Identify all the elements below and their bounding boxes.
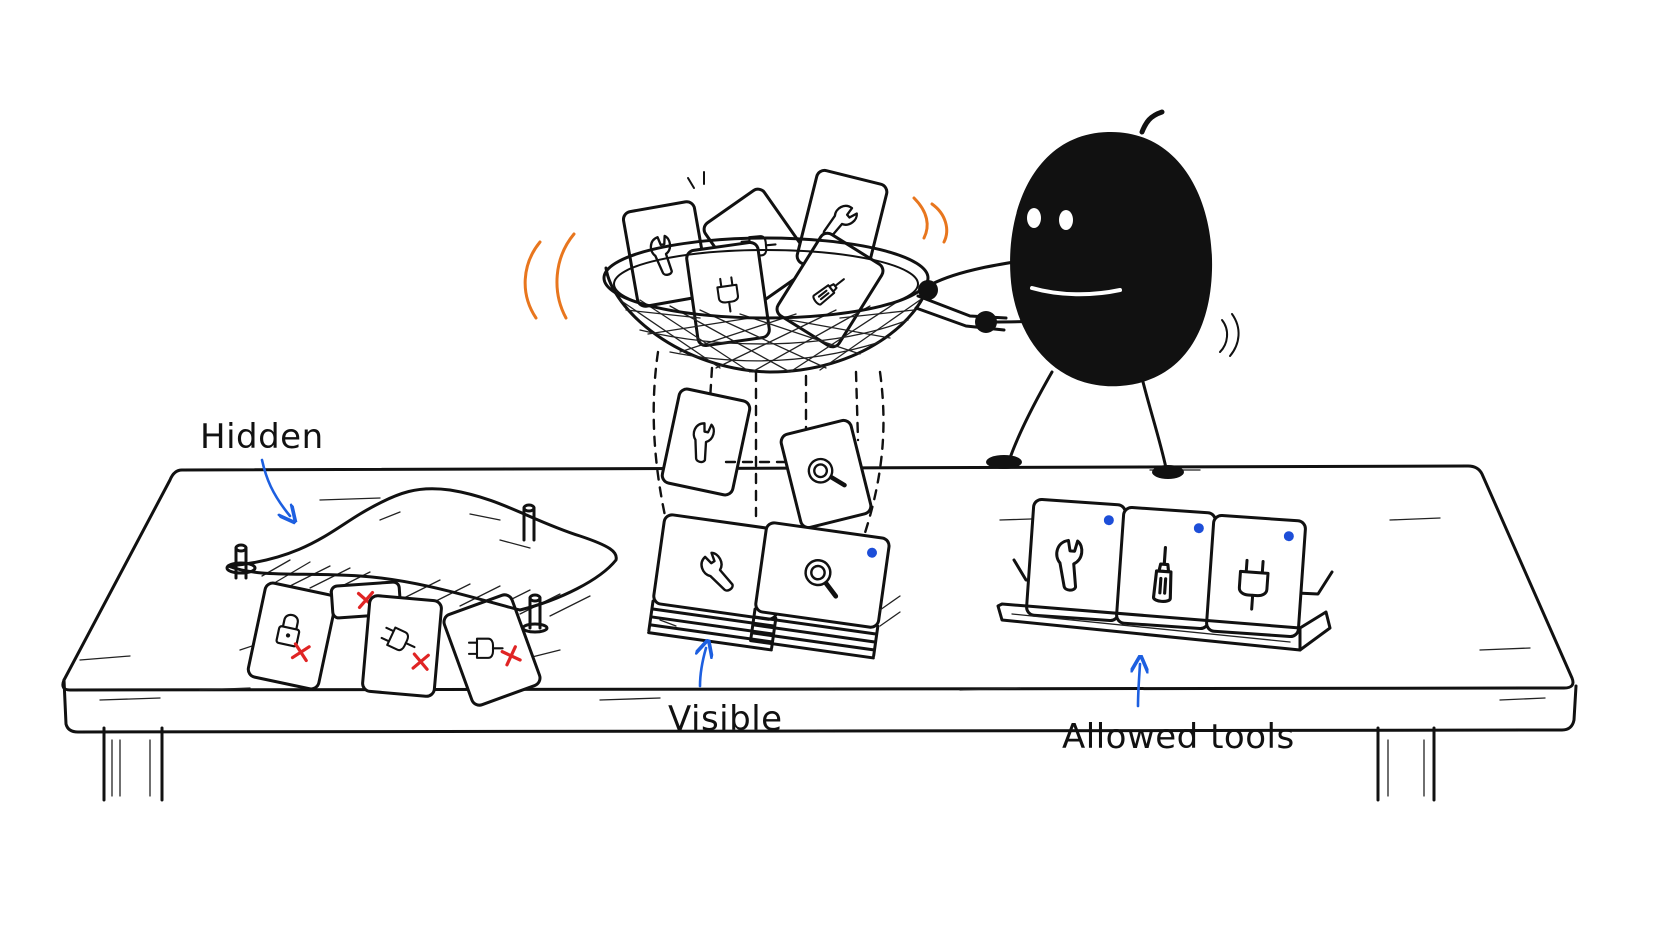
hidden-label: Hidden	[200, 417, 324, 457]
visible-shadow	[659, 595, 901, 627]
table	[61, 464, 1578, 802]
visible-label: Visible	[668, 699, 783, 739]
hidden-arrow	[260, 458, 290, 516]
shake-marks	[687, 171, 705, 189]
allowed-card-screwdriver	[1115, 505, 1217, 631]
character-foot-right	[1152, 465, 1184, 479]
hidden-card-lock	[245, 580, 339, 692]
allowed-zone: Allowed tools	[996, 497, 1334, 757]
allowed-rack	[996, 602, 1332, 652]
hidden-zone: Hidden	[200, 417, 618, 709]
character-mouth	[1030, 286, 1122, 297]
sieve-mesh	[619, 299, 921, 373]
allowed-badge-2	[1193, 523, 1204, 534]
allowed-badge-3	[1283, 531, 1294, 542]
table-edge	[62, 678, 1578, 734]
allowed-card-plug	[1205, 513, 1307, 639]
character-body	[1010, 131, 1213, 387]
hidden-peg-3	[521, 593, 549, 634]
table-top	[61, 464, 1575, 692]
motion-marks	[523, 196, 949, 320]
table-leg-left	[102, 726, 164, 802]
character-eye-right	[1059, 210, 1073, 230]
table-leg-right	[1376, 726, 1436, 802]
visible-arrow	[700, 648, 706, 688]
hidden-peg-2	[522, 503, 536, 542]
sieve-zone: Visible	[523, 167, 1008, 739]
table-texture	[79, 469, 1546, 701]
hidden-peg-1	[225, 543, 257, 580]
allowed-arrow	[1138, 664, 1140, 708]
falling-card-wrench	[659, 386, 753, 498]
character-eye-left	[1027, 208, 1041, 228]
character-foot-left	[986, 455, 1022, 469]
sieve-basket	[602, 236, 1008, 374]
allowed-badge-1	[1103, 515, 1114, 526]
basket-card-plug-2	[684, 239, 772, 349]
character	[918, 109, 1240, 479]
hidden-cover	[226, 487, 618, 612]
allowed-card-wrench	[1025, 497, 1127, 623]
visible-stack-magnifier	[749, 521, 891, 660]
hidden-card-plug-1	[360, 593, 444, 699]
falling-card-magnifier	[777, 417, 875, 531]
allowed-label: Allowed tools	[1062, 717, 1295, 757]
visible-badge-2	[867, 547, 878, 558]
